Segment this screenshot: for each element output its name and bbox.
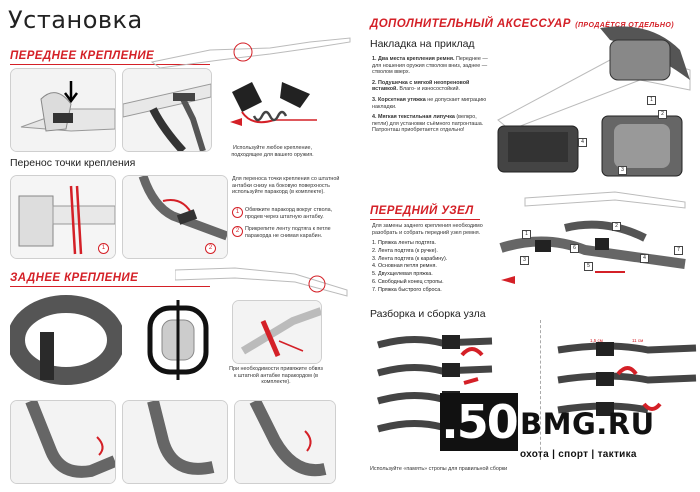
transfer-step-1-text: Обвяжите паракорд вокруг ствола, продев …	[245, 207, 333, 220]
dim-label-1: 1,5 см	[590, 338, 603, 343]
front-knot-heading: ПЕРЕДНИЙ УЗЕЛ	[370, 205, 474, 217]
stock-pad-features: 1. Два места крепления ремня. Переднее —…	[372, 56, 490, 134]
accessory-note: (ПРОДАЁТСЯ ОТДЕЛЬНО)	[575, 22, 674, 29]
knot-part: 5. Двухщелевая пряжка.	[372, 271, 433, 278]
knot-part: 1. Пряжка ленты подтяга.	[372, 240, 436, 246]
logo-number: .50	[440, 393, 519, 451]
callout-2: 2	[658, 110, 667, 119]
knot-part: 2. Лента подтяга (к ручке).	[372, 247, 438, 254]
rifle-sketch	[150, 37, 351, 69]
rear-photo-1	[10, 400, 116, 484]
feature-item: 3. Корсетная утяжка не допускает миграци…	[372, 96, 487, 110]
assembly-divider	[540, 320, 541, 460]
page-title: Установка	[8, 6, 143, 34]
callout-3: 3	[618, 166, 627, 175]
logo-brand: BMG.RU	[520, 407, 655, 441]
rear-strap-loop	[7, 292, 125, 388]
transfer-heading: Перенос точки крепления	[10, 157, 136, 169]
feature-item: 1. Два места крепления ремня. Переднее —…	[372, 56, 488, 76]
knot-callout-2: 2	[612, 222, 621, 231]
knot-callout-1: 1	[522, 230, 531, 239]
step-number-badge: 1	[232, 207, 243, 218]
assembly-steps-right	[557, 342, 697, 416]
assembly-heading: Разборка и сборка узла	[370, 308, 486, 320]
accessory-heading-row: ДОПОЛНИТЕЛЬНЫЙ АКСЕССУАР (ПРОДАЁТСЯ ОТДЕ…	[370, 14, 674, 32]
front-knot-intro: Для замены заднего крепления необходимо …	[372, 223, 483, 236]
front-mount-photo-2	[122, 68, 212, 152]
brand-logo: .50 BMG.RU охота | спорт | тактика	[440, 393, 688, 479]
rear-mount-heading: ЗАДНЕЕ КРЕПЛЕНИЕ	[10, 272, 139, 284]
transfer-step-1: 1 Обвяжите паракорд вокруг ствола, проде…	[232, 207, 342, 220]
rear-mount-rule	[10, 286, 210, 287]
stock-pad-heading: Накладка на приклад	[370, 38, 475, 50]
front-knot-rule	[370, 219, 480, 220]
front-knot-parts: 1. Пряжка ленты подтяга. 2. Лента подтяг…	[372, 240, 492, 295]
knot-callout-7: 7	[674, 246, 683, 255]
knot-part: 3. Лента подтяга (к карабину).	[372, 255, 448, 262]
front-knot-illustration	[499, 191, 686, 284]
callout-1: 1	[647, 96, 656, 105]
knot-callout-6: 6	[570, 244, 579, 253]
stock-pad-illustration	[497, 26, 691, 177]
knot-part: 6. Свободный конец стропы.	[372, 278, 444, 285]
mount-point-marker	[233, 42, 253, 62]
transfer-step-1-badge: 1	[98, 243, 109, 254]
callout-4: 4	[578, 138, 587, 147]
rear-photo-3	[234, 400, 336, 484]
accessory-heading: ДОПОЛНИТЕЛЬНЫЙ АКСЕССУАР	[370, 18, 571, 30]
front-mount-photo-1	[10, 68, 116, 152]
front-mount-caption: Используйте любое крепление, подходящее …	[231, 145, 314, 158]
rear-tie-photo	[232, 300, 322, 364]
transfer-step-2-text: Прикрепите ленту подтяга к петле паракор…	[245, 226, 331, 239]
feature-item: 2. Подушечка с мягкой неопреновой вставк…	[372, 79, 470, 93]
rifle-sketch-rear	[175, 267, 348, 297]
rear-mount-caption: При необходимости привяжите обвяз к штат…	[229, 366, 323, 386]
knot-part: 7. Пряжка быстрого сброса.	[372, 286, 442, 293]
knot-part: 4. Основная петля ремня.	[372, 263, 437, 270]
dim-label-2: 11 см	[632, 338, 644, 343]
rear-cushion-diagram	[132, 292, 224, 388]
logo-tagline: охота | спорт | тактика	[520, 449, 637, 460]
transfer-step-2-badge: 2	[205, 243, 216, 254]
assembly-footer: Используйте «память» стропы для правильн…	[370, 466, 508, 472]
swivel-diagram	[222, 72, 322, 144]
knot-callout-5: 5	[584, 262, 593, 271]
transfer-photo-2	[122, 175, 228, 259]
transfer-steps: 1 Обвяжите паракорд вокруг ствола, проде…	[232, 207, 342, 239]
front-mount-heading: ПЕРЕДНЕЕ КРЕПЛЕНИЕ	[10, 50, 155, 62]
knot-callout-4: 4	[640, 254, 649, 263]
knot-callout-3: 3	[520, 256, 529, 265]
transfer-step-2: 2 Прикрепите ленту подтяга к петле парак…	[232, 226, 342, 239]
transfer-intro: Для переноса точки крепления со штатной …	[232, 176, 340, 196]
feature-item: 4. Мягкая текстильная липучка (велкро, п…	[372, 114, 484, 134]
transfer-photo-1	[10, 175, 116, 259]
front-mount-rule	[10, 64, 210, 65]
step-number-badge: 2	[232, 226, 243, 238]
rear-photo-2	[122, 400, 228, 484]
